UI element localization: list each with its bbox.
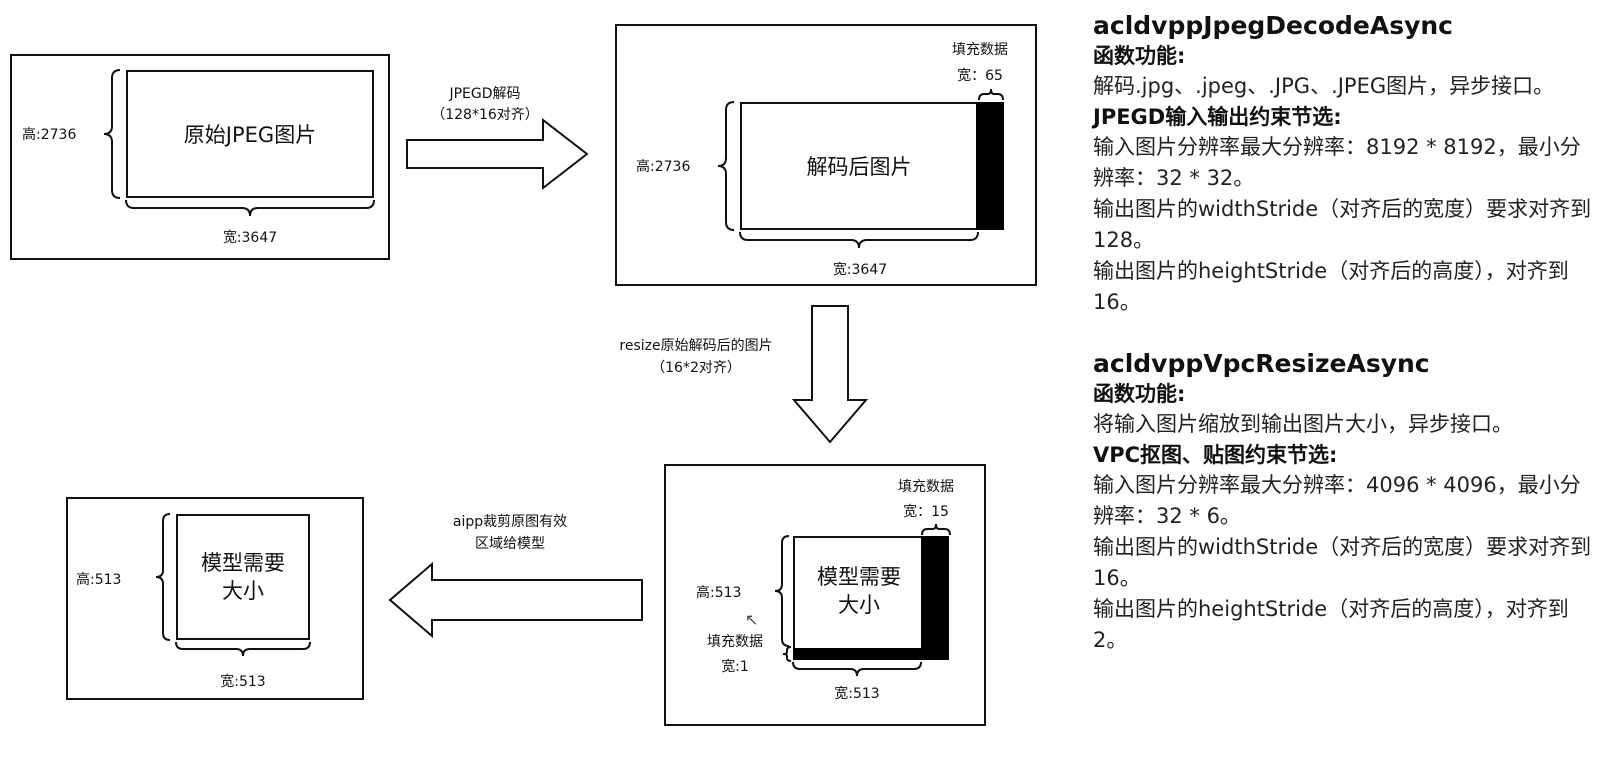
resize-constraint-2: 输出图片的widthStride（对齐后的宽度）要求对齐到16。 xyxy=(1093,535,1592,590)
resized-image-title: 模型需要 大小 xyxy=(817,563,901,619)
model-width-label: 宽:513 xyxy=(220,674,266,690)
original-width-label: 宽:3647 xyxy=(222,230,278,246)
resized-fill-title: 填充数据 xyxy=(898,479,954,495)
decode-arrow xyxy=(406,117,589,191)
decoded-fill-width: 宽：65 xyxy=(957,68,1003,84)
resize-constraint-1: 输入图片分辨率最大分辨率：4096 * 4096，最小分辨率：32 * 6。 xyxy=(1093,473,1581,528)
decoded-fill-bar xyxy=(976,102,1004,230)
model-image-box: 模型需要 大小 xyxy=(176,514,310,640)
crop-arrow-label-2: 区域给模型 xyxy=(475,536,545,552)
decoded-width-brace xyxy=(739,231,979,249)
decoded-fill-brace xyxy=(978,88,1004,101)
original-width-brace xyxy=(125,199,375,217)
resized-fill-bottom-height: 宽:1 xyxy=(721,659,749,675)
decoded-fill-title: 填充数据 xyxy=(952,42,1008,58)
decode-constraint-heading: JPEGD输入输出约束节选: xyxy=(1093,105,1342,129)
decoded-image-box: 解码后图片 xyxy=(740,102,1004,230)
api-notes-panel: acldvppJpegDecodeAsync 函数功能: 解码.jpg、.jpe… xyxy=(1093,10,1598,656)
resize-constraint-heading: VPC抠图、贴图约束节选: xyxy=(1093,443,1338,467)
decode-constraint-2: 输出图片的widthStride（对齐后的宽度）要求对齐到128。 xyxy=(1093,197,1592,252)
resize-arrow-label-1: resize原始解码后的图片 xyxy=(619,338,773,354)
resized-width-brace xyxy=(792,661,922,677)
decode-func-heading: 函数功能: xyxy=(1093,44,1186,68)
decode-constraint-1: 输入图片分辨率最大分辨率：8192 * 8192，最小分辨率：32 * 32。 xyxy=(1093,135,1581,190)
decoded-height-brace xyxy=(717,101,735,231)
crop-arrow xyxy=(388,561,643,639)
resized-height-label: 高:513 xyxy=(696,585,742,601)
model-image-title: 模型需要 大小 xyxy=(201,549,285,605)
decode-arrow-label-2: （128*16对齐） xyxy=(431,107,539,123)
decode-constraint-3: 输出图片的heightStride（对齐后的高度），对齐到16。 xyxy=(1093,259,1569,314)
resize-func-heading: 函数功能: xyxy=(1093,382,1186,406)
resized-fill-bar-right xyxy=(921,536,949,660)
resized-fill-brace xyxy=(921,523,951,536)
mouse-cursor-icon: ↖ xyxy=(745,610,759,629)
resized-width-label: 宽:513 xyxy=(834,686,880,702)
model-width-brace xyxy=(175,641,311,657)
decode-arrow-label-1: JPEGD解码 xyxy=(449,86,521,102)
crop-arrow-label-1: aipp裁剪原图有效 xyxy=(452,514,568,530)
model-title-line-1: 模型需要 xyxy=(201,551,285,575)
resize-arrow xyxy=(791,305,869,444)
model-height-brace xyxy=(155,513,171,641)
original-image-box: 原始JPEG图片 xyxy=(126,70,374,198)
original-height-brace xyxy=(103,69,121,199)
resized-fill-bottom-brace xyxy=(782,646,792,662)
model-title-line-2: 大小 xyxy=(222,579,264,603)
resize-constraint-3: 输出图片的heightStride（对齐后的高度），对齐到2。 xyxy=(1093,597,1569,652)
decoded-height-label: 高:2736 xyxy=(636,159,691,175)
resized-height-brace xyxy=(774,535,790,647)
resize-func-desc: 将输入图片缩放到输出图片大小，异步接口。 xyxy=(1093,412,1513,436)
resized-title-line-2: 大小 xyxy=(838,593,880,617)
model-height-label: 高:513 xyxy=(76,572,122,588)
decoded-width-label: 宽:3647 xyxy=(832,262,888,278)
resized-fill-bar-bottom xyxy=(793,648,949,660)
resize-api-name: acldvppVpcResizeAsync xyxy=(1093,349,1430,378)
resized-fill-bottom-title: 填充数据 xyxy=(707,634,763,650)
resized-fill-width: 宽：15 xyxy=(903,504,949,520)
resized-title-line-1: 模型需要 xyxy=(817,565,901,589)
decode-api-name: acldvppJpegDecodeAsync xyxy=(1093,11,1453,40)
decoded-image-title: 解码后图片 xyxy=(806,155,912,179)
original-image-title: 原始JPEG图片 xyxy=(183,123,317,147)
resize-arrow-label-2: （16*2对齐） xyxy=(651,360,741,376)
decode-func-desc: 解码.jpg、.jpeg、.JPG、.JPEG图片，异步接口。 xyxy=(1093,74,1555,98)
original-height-label: 高:2736 xyxy=(22,127,77,143)
